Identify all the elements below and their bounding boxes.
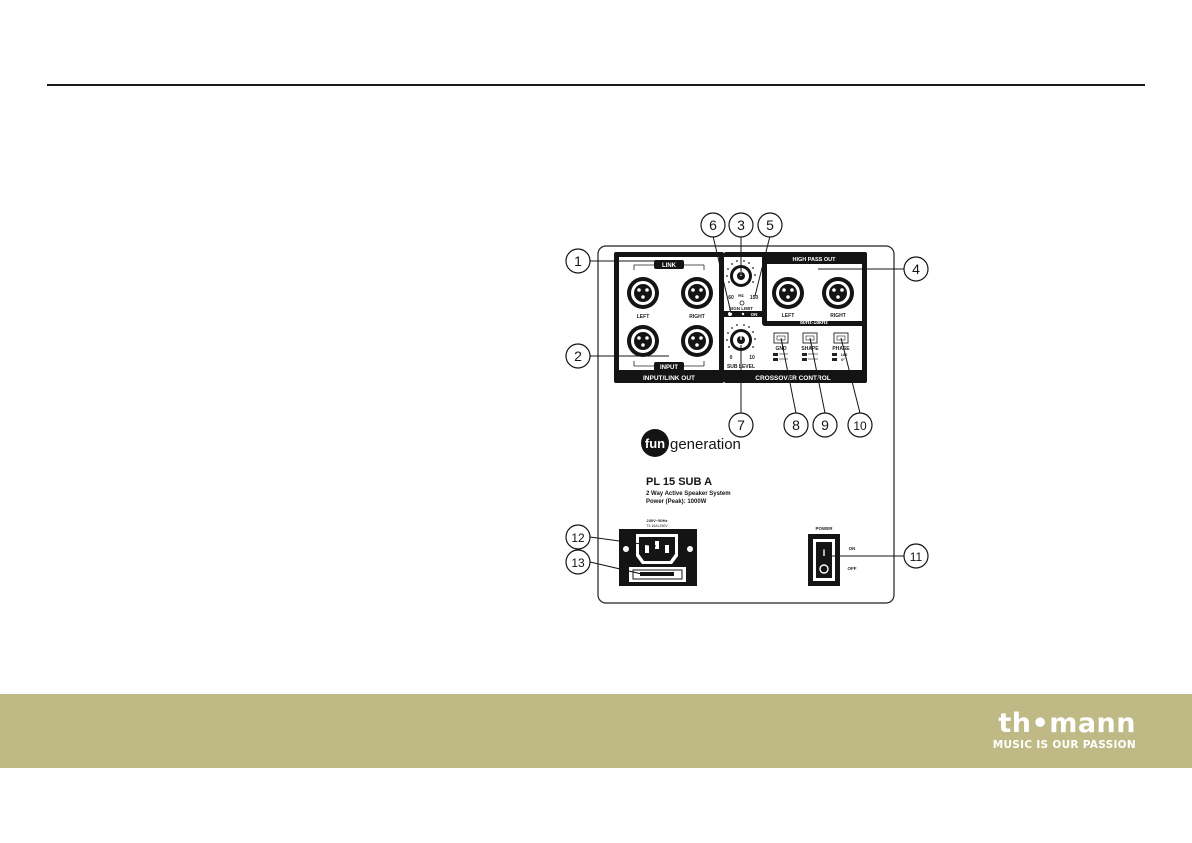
highpass-right-label: RIGHT [830, 313, 846, 319]
level-min: 0 [730, 355, 733, 361]
xlr-input-right [681, 325, 713, 357]
callout-10: 10 [853, 419, 867, 433]
gnd-label: GND [775, 346, 787, 352]
power-switch: I [808, 534, 840, 586]
brand-logo-generation: generation [670, 436, 741, 453]
power-switch-mark: I [823, 548, 826, 558]
brand-logo: fun generation [641, 429, 741, 457]
limit-led [739, 300, 745, 306]
callout-1: 1 [574, 253, 582, 269]
thomann-logo-wordmark: th•mann [998, 708, 1136, 739]
section-input-label: INPUT/LINK OUT [643, 375, 695, 382]
mains-rating: 230V~50Hz [646, 518, 667, 523]
xlr-highpass-left [772, 277, 804, 309]
fuse-holder [629, 567, 686, 582]
thomann-tagline: MUSIC IS OUR PASSION [992, 739, 1136, 751]
signal-limit-label: SIGN LIMIT [729, 306, 753, 311]
brand-logo-fun: fun [645, 436, 665, 451]
xlr-input-left [627, 325, 659, 357]
callout-6: 6 [709, 217, 717, 233]
callout-9: 9 [821, 417, 829, 433]
xlr-link-right [681, 277, 713, 309]
header-rule [47, 84, 1145, 86]
highpass-left-label: LEFT [782, 313, 795, 319]
footer-band: th•mann MUSIC IS OUR PASSION [0, 694, 1192, 768]
power-label: POWER [815, 526, 833, 531]
link-left-label: LEFT [637, 314, 650, 320]
fuse-rating: T3.15AL250V [646, 524, 668, 528]
callout-13: 13 [571, 556, 585, 570]
led-on-label: ON [751, 312, 758, 317]
freq-max: 150 [750, 295, 759, 301]
level-max: 10 [749, 355, 755, 361]
xlr-link-left [627, 277, 659, 309]
sub-level-knob [730, 329, 752, 351]
input-link-block: LINK LEFT RIGHT [614, 252, 724, 383]
link-label: LINK [662, 263, 677, 269]
xlr-highpass-right [822, 277, 854, 309]
callout-5: 5 [766, 217, 774, 233]
input-label: INPUT [660, 365, 678, 371]
section-crossover-label: CROSSOVER CONTROL [755, 375, 831, 382]
crossover-frequency-knob [730, 265, 752, 287]
callout-4: 4 [912, 261, 920, 277]
callout-7: 7 [737, 417, 745, 433]
callout-markers [565, 212, 929, 575]
callout-12: 12 [571, 531, 585, 545]
model-name: PL 15 SUB A [646, 476, 712, 488]
shape-label: SHAPE [801, 346, 819, 352]
phase-180-label: 180 [841, 352, 848, 357]
freq-unit: Hz [738, 293, 744, 298]
phase-label: PHASE [832, 346, 850, 352]
phase-0-label: 0° [841, 357, 845, 362]
freq-min: 60 [728, 295, 734, 301]
callout-2: 2 [574, 348, 582, 364]
callout-11: 11 [910, 550, 923, 564]
switch-off-label: OFF [848, 566, 857, 571]
model-power: Power (Peak): 1000W [646, 499, 707, 505]
switch-on-label: ON [849, 546, 856, 551]
callout-8: 8 [792, 417, 800, 433]
model-description: 2 Way Active Speaker System [646, 491, 731, 497]
high-pass-title: HIGH PASS OUT [793, 257, 837, 263]
thomann-logo: th•mann MUSIC IS OUR PASSION [992, 708, 1136, 752]
crossover-block: HIGH PASS OUT LEFT RIGHT 80Hz-18kHz Hz [724, 252, 867, 383]
high-pass-range: 80Hz-18kHz [800, 320, 828, 326]
link-right-label: RIGHT [689, 314, 705, 320]
rear-panel-diagram: LINK LEFT RIGHT [565, 212, 929, 604]
callout-leaders [589, 235, 904, 576]
callout-3: 3 [737, 217, 745, 233]
